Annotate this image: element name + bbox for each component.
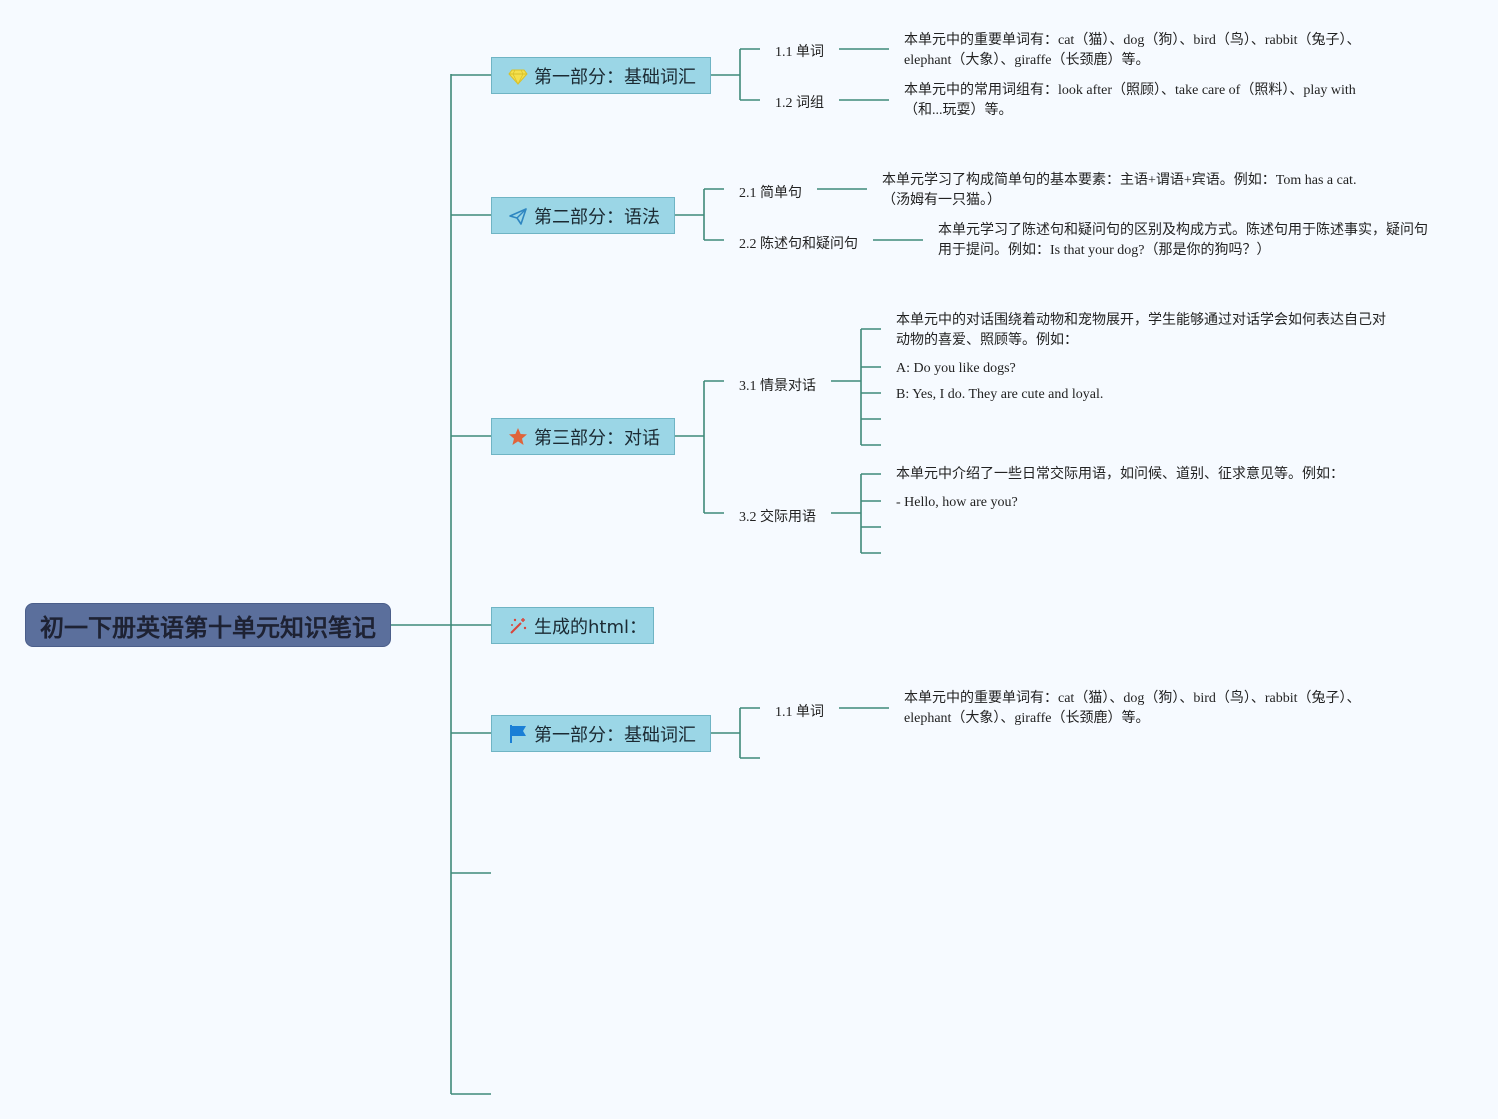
note-expressions-intro[interactable]: 本单元中介绍了一些日常交际用语，如问候、道别、征求意见等。例如： — [896, 467, 1344, 482]
note-dialogue-line-b[interactable]: B: Yes, I do. They are cute and loyal. — [896, 387, 1104, 402]
paper-plane-icon — [508, 206, 528, 226]
root-title: 初一下册英语第十单元知识笔记 — [40, 613, 376, 642]
subtopic-phrases[interactable]: 1.2 词组 — [775, 96, 824, 111]
flag-icon — [508, 724, 528, 744]
note-words[interactable]: 本单元中的重要单词有：cat（猫）、dog（狗）、bird（鸟）、rabbit（… — [904, 33, 1361, 68]
subtopic-simple-sentence[interactable]: 2.1 简单句 — [739, 186, 802, 201]
subtopic-words-copy[interactable]: 1.1 单词 — [775, 705, 824, 720]
topic-basic-vocabulary[interactable]: 第一部分：基础词汇 — [491, 57, 711, 94]
topic-grammar[interactable]: 第二部分：语法 — [491, 197, 675, 234]
topic-label: 生成的html： — [534, 616, 648, 638]
topic-generated-html[interactable]: 生成的html： — [491, 607, 654, 644]
note-dialogue-intro[interactable]: 本单元中的对话围绕着动物和宠物展开，学生能够通过对话学会如何表达自己对动物的喜爱… — [896, 313, 1386, 348]
topic-label: 第二部分：语法 — [534, 206, 660, 228]
topic-label: 第三部分：对话 — [534, 427, 660, 449]
note-declarative-interrogative[interactable]: 本单元学习了陈述句和疑问句的区别及构成方式。陈述句用于陈述事实，疑问句用于提问。… — [938, 223, 1428, 258]
diamond-icon — [508, 66, 528, 86]
note-words-copy[interactable]: 本单元中的重要单词有：cat（猫）、dog（狗）、bird（鸟）、rabbit（… — [904, 691, 1361, 726]
topic-basic-vocabulary-copy[interactable]: 第一部分：基础词汇 — [491, 715, 711, 752]
note-simple-sentence[interactable]: 本单元学习了构成简单句的基本要素：主语+谓语+宾语。例如：Tom has a c… — [882, 173, 1357, 208]
subtopic-situational-dialogue[interactable]: 3.1 情景对话 — [739, 379, 816, 394]
topic-label: 第一部分：基础词汇 — [534, 66, 696, 88]
subtopic-communicative-expressions[interactable]: 3.2 交际用语 — [739, 510, 816, 525]
subtopic-words[interactable]: 1.1 单词 — [775, 45, 824, 60]
note-dialogue-line-a[interactable]: A: Do you like dogs? — [896, 361, 1016, 376]
note-phrases[interactable]: 本单元中的常用词组有：look after（照顾）、take care of（照… — [904, 83, 1356, 118]
topic-label: 第一部分：基础词汇 — [534, 724, 696, 746]
magic-wand-icon — [508, 616, 528, 636]
topic-dialogue[interactable]: 第三部分：对话 — [491, 418, 675, 455]
root-topic[interactable]: 初一下册英语第十单元知识笔记 — [25, 603, 391, 647]
note-expressions-example[interactable]: - Hello, how are you? — [896, 495, 1018, 510]
subtopic-declarative-interrogative[interactable]: 2.2 陈述句和疑问句 — [739, 237, 858, 252]
star-icon — [508, 427, 528, 447]
